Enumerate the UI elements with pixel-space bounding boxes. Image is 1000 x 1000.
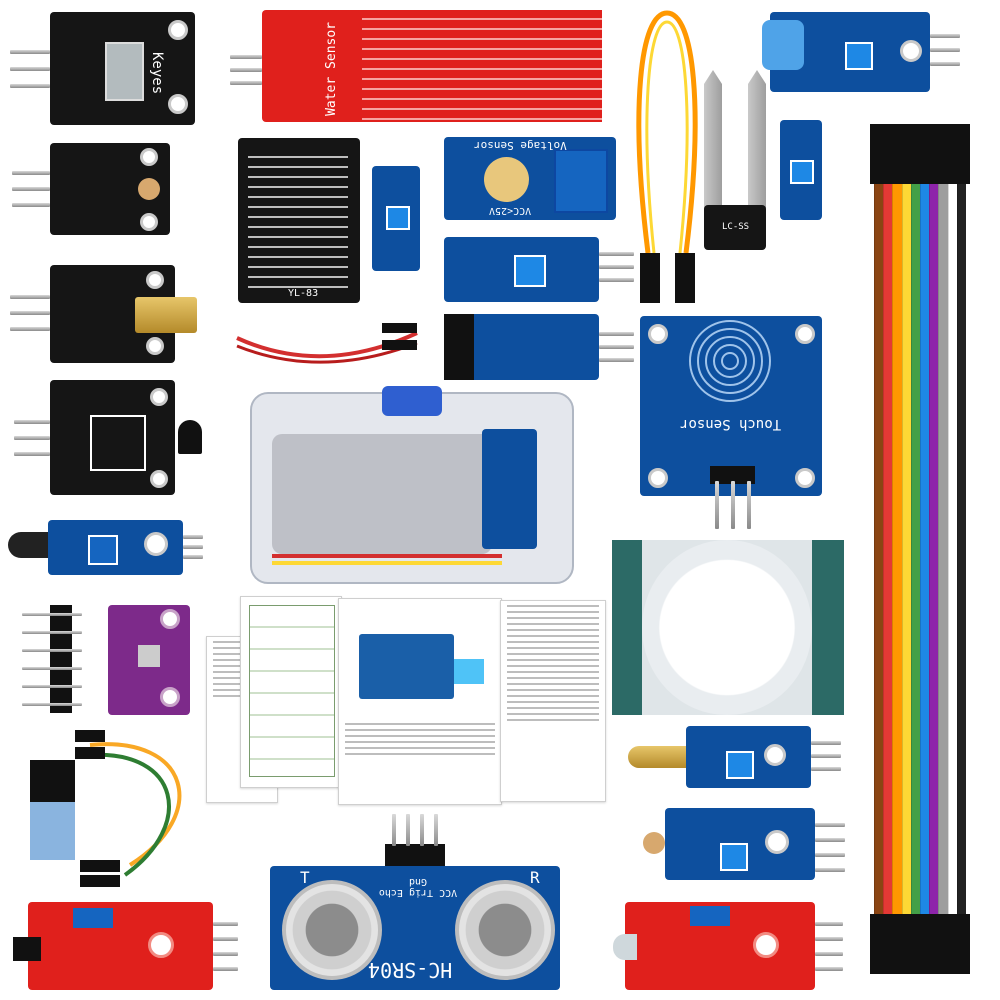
voltage-spec-label: VCC<25V bbox=[489, 205, 532, 216]
ultrasonic-t-label: T bbox=[300, 868, 310, 887]
dht11-sensor bbox=[30, 760, 75, 860]
metal-touch-module bbox=[628, 726, 841, 788]
rain-board-label: YL-83 bbox=[288, 288, 319, 299]
keyes-label: Keyes bbox=[149, 52, 165, 95]
dupont-jumper-pair bbox=[636, 10, 698, 303]
pressure-sensor-module bbox=[108, 605, 190, 715]
temperature-sensor-module bbox=[14, 380, 202, 495]
soil-moisture-probe: LC-SS bbox=[704, 70, 766, 252]
manual-page-table bbox=[240, 596, 342, 788]
photosensitive-module bbox=[643, 808, 845, 880]
tracking-sensor-module bbox=[444, 314, 634, 380]
ribbon-wire bbox=[892, 184, 902, 924]
soil-moisture-controller bbox=[780, 120, 822, 220]
voltage-sensor-module: Voltage Sensor VCC<25V bbox=[444, 137, 616, 220]
red-jumper-cable bbox=[236, 323, 418, 364]
ribbon-wire bbox=[910, 184, 921, 924]
touch-sensor-label: Touch Sensor bbox=[680, 416, 782, 432]
laser-module bbox=[10, 265, 197, 363]
ribbon-wire bbox=[929, 184, 939, 924]
voltage-sensor-label: Voltage Sensor bbox=[474, 139, 567, 152]
ribbon-wire bbox=[901, 184, 911, 924]
light-sensor-module bbox=[444, 237, 634, 302]
storage-box bbox=[250, 386, 574, 584]
touch-pad-icon bbox=[689, 320, 771, 402]
water-sensor-label: Water Sensor bbox=[324, 22, 339, 116]
sound-sensor-module-red bbox=[13, 902, 238, 990]
pir-motion-sensor bbox=[612, 540, 844, 715]
tilt-switch-module: Keyes bbox=[10, 12, 195, 125]
tilt-vibration-module bbox=[762, 12, 960, 92]
ribbon-jumper-cable bbox=[870, 124, 970, 980]
pin-header-strip bbox=[22, 605, 82, 713]
photoresistor-module bbox=[12, 143, 170, 235]
ribbon-wire bbox=[938, 184, 948, 924]
ribbon-wire bbox=[874, 184, 884, 924]
manual-page-arduino bbox=[338, 598, 502, 805]
rain-sensor-controller bbox=[372, 166, 420, 271]
ribbon-wire bbox=[883, 184, 893, 924]
ultrasonic-pins-label: VCC Trig Echo Gnd bbox=[378, 876, 458, 898]
water-sensor-module: Water Sensor bbox=[230, 10, 602, 122]
ribbon-wire bbox=[920, 184, 930, 924]
rain-sensor-board: YL-83 bbox=[238, 138, 360, 303]
ultrasonic-sensor: VCC Trig Echo Gnd HC-SR04 T R bbox=[270, 814, 560, 990]
jumper-wires-loop bbox=[75, 730, 182, 887]
ultrasonic-r-label: R bbox=[530, 868, 540, 887]
ribbon-wire bbox=[947, 184, 957, 924]
ribbon-wire bbox=[956, 184, 967, 924]
ultrasonic-model-label: HC-SR04 bbox=[368, 958, 453, 982]
manual-page-text bbox=[500, 600, 606, 802]
ir-obstacle-module bbox=[8, 520, 203, 575]
touch-sensor-module: Touch Sensor bbox=[640, 316, 822, 529]
sound-sensor-module-red-right bbox=[613, 902, 843, 990]
soil-probe-label: LC-SS bbox=[722, 222, 750, 232]
